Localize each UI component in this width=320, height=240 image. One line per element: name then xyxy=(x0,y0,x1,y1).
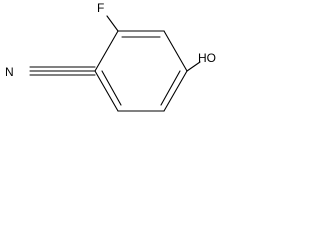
fluorine-label: F xyxy=(97,1,104,15)
bond-c4-hydroxyl xyxy=(186,61,201,72)
chemical-structure: F N HO xyxy=(5,1,216,112)
ring-bond-c3-c4 xyxy=(163,30,188,72)
bond-c2-fluorine xyxy=(106,15,119,32)
ring-bond-c1-c2 xyxy=(94,30,119,72)
benzene-ring xyxy=(94,30,188,112)
ring-double-bond-c4-c5 xyxy=(160,70,181,106)
ring-double-bond-c6-c1 xyxy=(101,70,122,106)
ring-bond-c4-c5 xyxy=(163,70,188,112)
ring-bond-c6-c1 xyxy=(94,70,119,112)
nitrogen-label: N xyxy=(5,65,14,79)
hydroxyl-label: HO xyxy=(198,51,216,65)
nitrile-group xyxy=(29,66,96,76)
